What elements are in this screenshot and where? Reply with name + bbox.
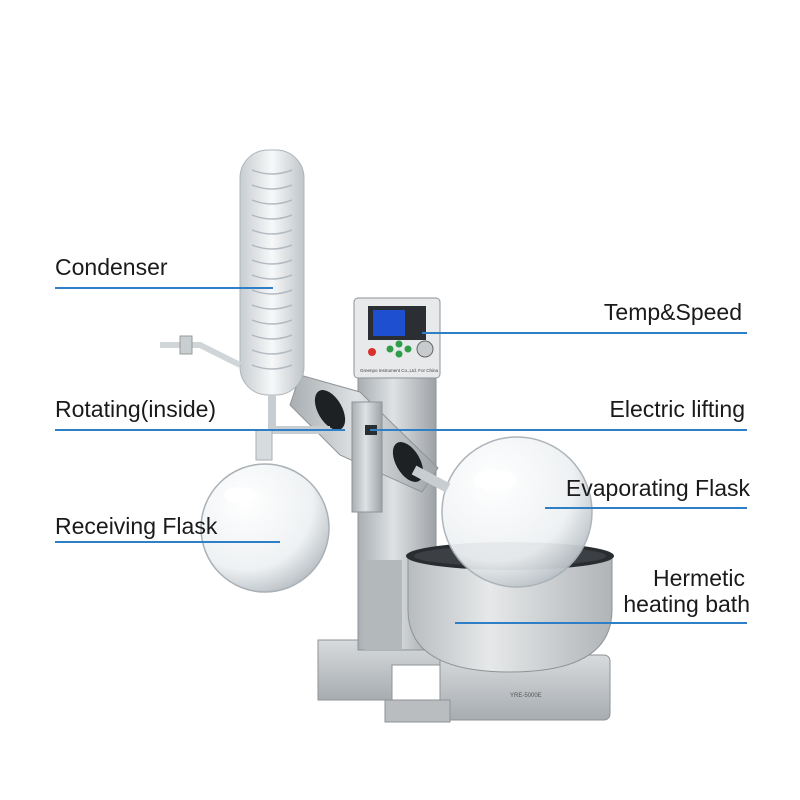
leader-electric-lifting bbox=[370, 429, 747, 431]
control-panel: Greenpo Instrument Co.,Ltd. For China bbox=[353, 297, 441, 379]
label-temp-speed: Temp&Speed bbox=[603, 299, 742, 325]
leader-rotating bbox=[55, 429, 345, 431]
leader-heating-bath bbox=[455, 622, 747, 624]
power-button-icon bbox=[368, 348, 376, 356]
rotary-motor-housing bbox=[289, 374, 451, 513]
model-label: YRE-5000E bbox=[510, 693, 542, 699]
leader-temp-speed bbox=[422, 332, 747, 334]
lcd-display bbox=[373, 310, 405, 336]
panel-brand-text: Greenpo Instrument Co.,Ltd. For China bbox=[360, 368, 439, 373]
leader-condenser bbox=[55, 287, 273, 289]
label-condenser: Condenser bbox=[55, 254, 168, 280]
receiving-flask bbox=[200, 429, 330, 593]
base-plate: YRE-5000E bbox=[317, 639, 611, 723]
leader-receiving-flask bbox=[55, 541, 280, 543]
label-evaporating-flask: Evaporating Flask bbox=[565, 475, 750, 501]
label-rotating: Rotating(inside) bbox=[55, 396, 217, 422]
label-hermetic-line1: Hermetic bbox=[652, 565, 745, 591]
speed-knob-icon bbox=[416, 340, 434, 358]
label-hermetic-line2: heating bath bbox=[623, 591, 750, 617]
evaporating-flask bbox=[441, 436, 593, 588]
label-electric-lifting: Electric lifting bbox=[609, 396, 745, 422]
label-receiving-flask: Receiving Flask bbox=[55, 513, 218, 539]
leader-evaporating-flask bbox=[545, 507, 747, 509]
